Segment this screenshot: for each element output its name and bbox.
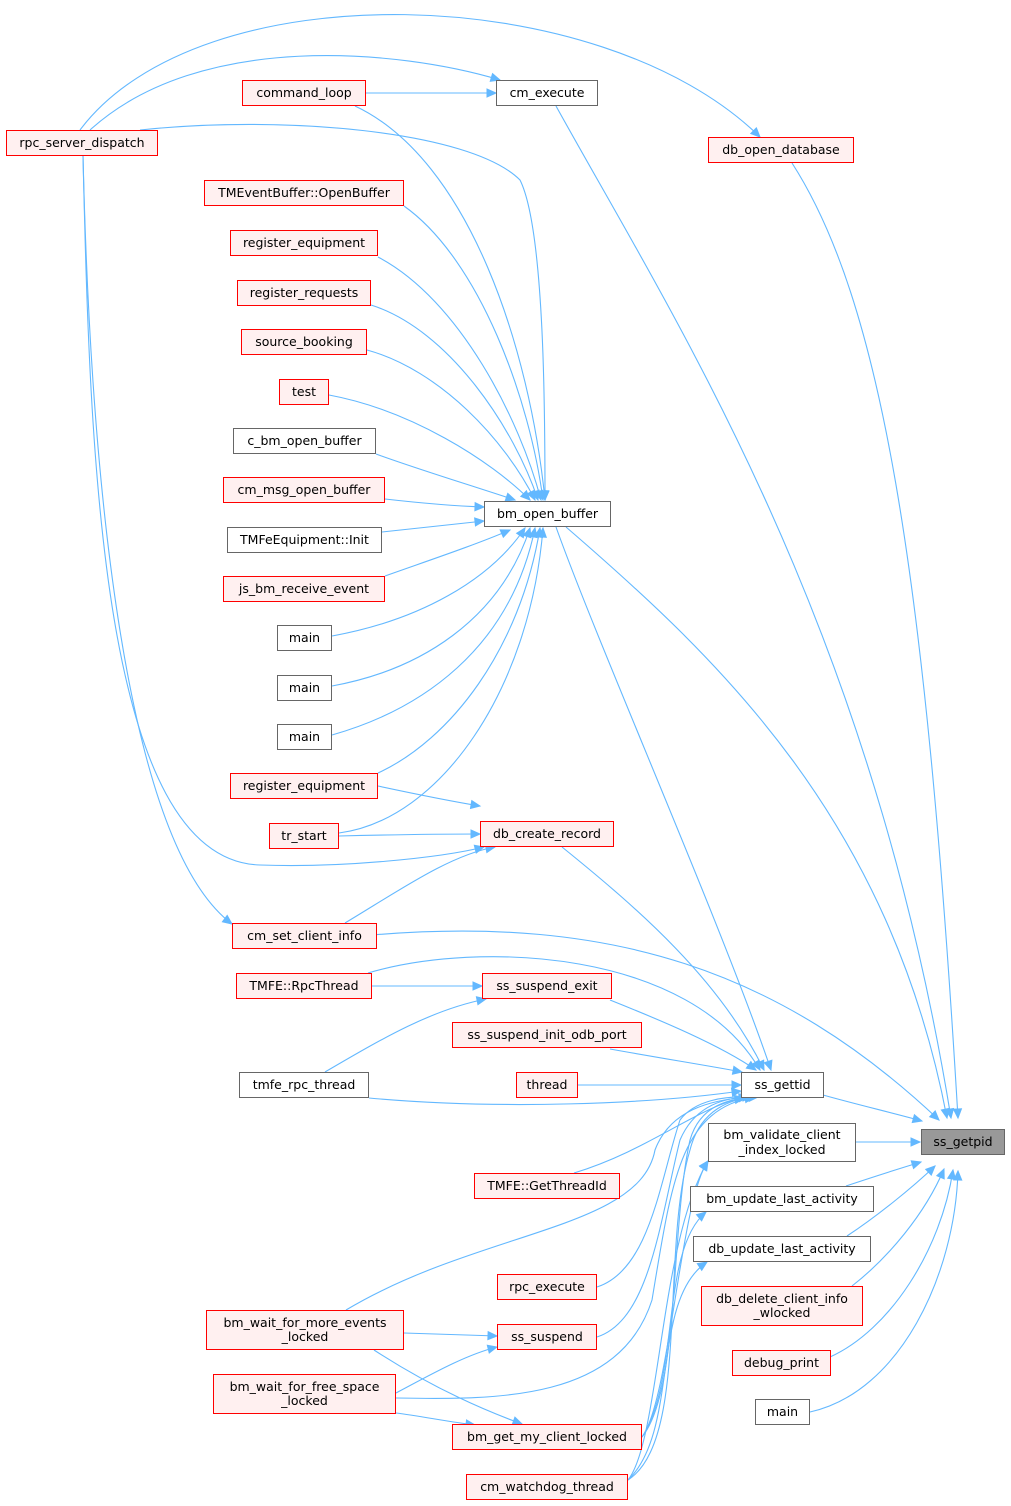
node-ss-gettid[interactable]: ss_gettid (741, 1072, 824, 1098)
node-db-update-last-activity[interactable]: db_update_last_activity (693, 1236, 871, 1262)
node-tr-start[interactable]: tr_start (269, 823, 339, 849)
node-register-equipment-2[interactable]: register_equipment (230, 773, 378, 799)
call-edge (371, 930, 940, 1121)
node-cm-set-client-info[interactable]: cm_set_client_info (232, 923, 377, 949)
call-edge (139, 123, 550, 502)
call-edge (561, 846, 765, 1072)
node-db-delete-client-info-wlocked[interactable]: db_delete_client_info _wlocked (701, 1286, 863, 1326)
node-cm-watchdog-thread[interactable]: cm_watchdog_thread (466, 1474, 628, 1500)
node-c-bm-open-buffer[interactable]: c_bm_open_buffer (233, 428, 376, 454)
node-rpc-execute[interactable]: rpc_execute (497, 1274, 597, 1300)
node-ss-suspend-exit[interactable]: ss_suspend_exit (482, 973, 612, 999)
call-edge (822, 1094, 924, 1124)
node-main-right[interactable]: main (755, 1399, 810, 1425)
call-edge (846, 1165, 936, 1237)
node-main-2[interactable]: main (277, 675, 332, 701)
node-tmfe-getthreadid[interactable]: TMFE::GetThreadId (474, 1173, 620, 1199)
node-register-requests[interactable]: register_requests (237, 280, 371, 306)
node-js-bm-receive-event[interactable]: js_bm_receive_event (223, 576, 385, 602)
call-edge (627, 1261, 709, 1481)
call-edge (79, 13, 761, 138)
call-edge (829, 1168, 957, 1358)
call-edge (89, 55, 502, 131)
call-edge (328, 394, 531, 501)
call-edge (555, 526, 773, 1072)
call-edge (338, 526, 547, 834)
node-register-equipment-1[interactable]: register_equipment (230, 230, 378, 256)
node-main-3[interactable]: main (277, 724, 332, 750)
call-edge (791, 162, 963, 1120)
node-rpc-server-dispatch[interactable]: rpc_server_dispatch (6, 130, 158, 156)
call-edge (82, 155, 486, 867)
call-edge (381, 517, 486, 533)
call-edge (555, 105, 955, 1120)
call-edge (395, 1344, 499, 1394)
node-ss-suspend-init-odb-port[interactable]: ss_suspend_init_odb_port (452, 1022, 642, 1048)
call-edge (366, 88, 498, 98)
call-edge (370, 304, 540, 502)
node-db-open-database[interactable]: db_open_database (708, 137, 854, 163)
call-edge (578, 1080, 743, 1090)
call-edge (331, 526, 532, 687)
node-bm-open-buffer[interactable]: bm_open_buffer (484, 501, 611, 527)
call-edge (82, 155, 233, 925)
call-edge (565, 526, 950, 1120)
call-edge (366, 349, 536, 502)
call-edge (377, 785, 482, 810)
call-edge (641, 1211, 707, 1438)
call-edge (609, 1048, 744, 1075)
call-edge (367, 956, 761, 1072)
node-ss-getpid: ss_getpid (921, 1129, 1005, 1155)
node-bm-wait-for-more-events-locked[interactable]: bm_wait_for_more_events _locked (206, 1310, 404, 1350)
call-edge (354, 105, 549, 502)
call-edge (372, 981, 484, 991)
call-edge (368, 1087, 743, 1106)
call-edge (384, 498, 486, 512)
node-command-loop[interactable]: command_loop (242, 80, 366, 106)
node-db-create-record[interactable]: db_create_record (480, 821, 614, 847)
node-bm-wait-for-free-space-locked[interactable]: bm_wait_for_free_space _locked (213, 1374, 396, 1414)
node-bm-get-my-client-locked[interactable]: bm_get_my_client_locked (452, 1424, 642, 1450)
node-bm-validate-client-index-locked[interactable]: bm_validate_client _index_locked (708, 1123, 856, 1162)
call-edge (851, 1167, 945, 1287)
node-bm-update-last-activity[interactable]: bm_update_last_activity (690, 1186, 874, 1212)
call-edge (338, 829, 482, 839)
node-source-booking[interactable]: source_booking (241, 329, 367, 355)
node-debug-print[interactable]: debug_print (732, 1350, 831, 1376)
call-edge (344, 843, 497, 924)
call-edge (403, 1330, 499, 1341)
call-edge (377, 526, 544, 774)
node-tmfeequipment-init[interactable]: TMFeEquipment::Init (227, 527, 382, 553)
node-thread[interactable]: thread (516, 1072, 578, 1098)
node-tmfe-rpc-thread[interactable]: tmfe_rpc_thread (239, 1072, 369, 1098)
node-tmfe-rpcthread[interactable]: TMFE::RpcThread (236, 973, 372, 999)
node-tmeventbuffer-openbuffer[interactable]: TMEventBuffer::OpenBuffer (204, 180, 404, 206)
node-test[interactable]: test (279, 379, 329, 405)
call-edge (856, 1137, 922, 1147)
node-cm-msg-open-buffer[interactable]: cm_msg_open_buffer (223, 477, 385, 503)
node-main-1[interactable]: main (277, 625, 332, 651)
node-ss-suspend[interactable]: ss_suspend (497, 1324, 597, 1350)
node-cm-execute[interactable]: cm_execute (496, 80, 598, 106)
call-edge (375, 453, 517, 502)
call-edge (384, 529, 512, 577)
call-edge (809, 1169, 963, 1413)
call-edge (845, 1160, 923, 1187)
